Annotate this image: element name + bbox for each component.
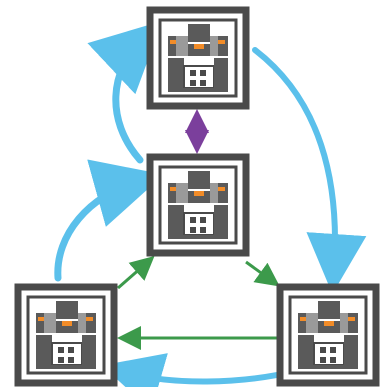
edge-bottomleft-to-center-green	[117, 256, 155, 290]
edge-bottomright-to-bottomleft-blue	[101, 353, 303, 387]
datacenter-icon-center	[150, 157, 246, 253]
edge-center-to-top-blue	[87, 20, 163, 164]
datacenter-icon-top	[150, 10, 246, 106]
datacenter-icon-bottom-right	[280, 287, 376, 383]
edge-center-to-bottomright-green	[245, 260, 280, 287]
datacenter-icon-bottom-left	[18, 287, 114, 383]
edge-top-to-bottomright-blue	[252, 47, 367, 294]
edge-bottomleft-to-center-blue	[54, 159, 164, 282]
